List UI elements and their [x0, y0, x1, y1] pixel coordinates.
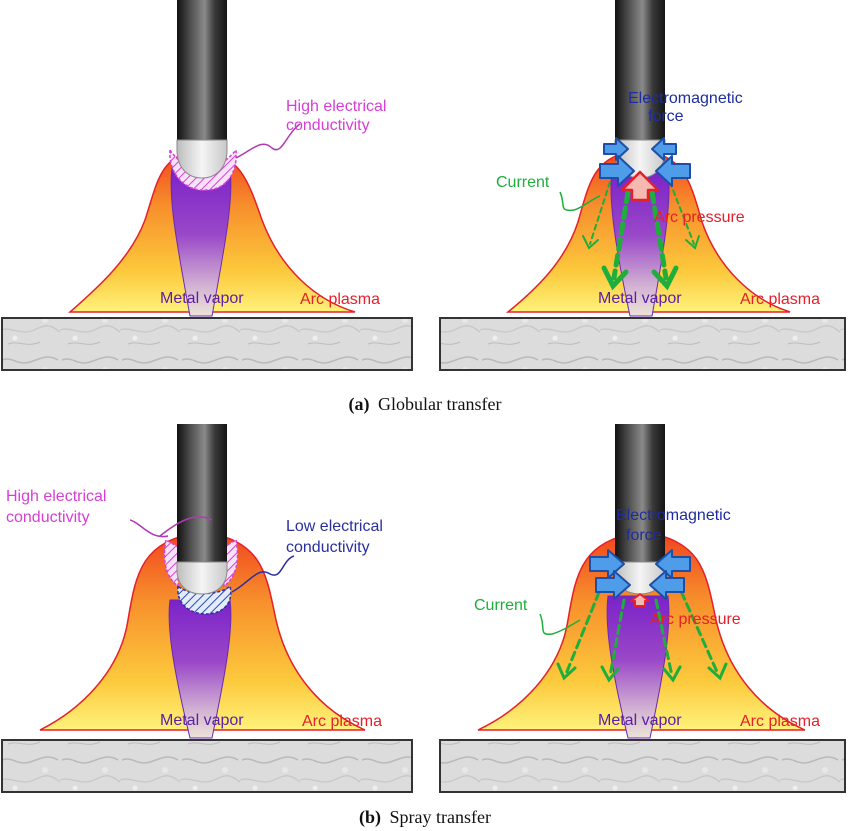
- panel-globular-left: [1, 0, 413, 371]
- current-arrows: [564, 578, 720, 678]
- metal-vapor-region: [170, 167, 232, 317]
- em-force-label: Electromagnetic force: [628, 90, 747, 125]
- metal-vapor-label: Metal vapor: [160, 712, 244, 729]
- panel-spray-right: [439, 424, 846, 793]
- arc-pressure-label: Arc pressure: [650, 611, 741, 628]
- arrowhead: [582, 235, 599, 250]
- em-force-arrow: [599, 155, 635, 187]
- arrowhead: [556, 662, 577, 681]
- caption-a: (a) Globular transfer: [349, 394, 502, 415]
- panel-globular-right: [439, 0, 846, 371]
- arrowhead: [600, 665, 620, 683]
- em-force-arrow: [651, 137, 677, 161]
- leader-line: [539, 613, 581, 636]
- caption-a-label: (a): [349, 394, 370, 415]
- current-arrowheads: [582, 235, 700, 291]
- arc-plasma-label: Arc plasma: [302, 713, 382, 730]
- arrowhead: [685, 235, 700, 250]
- current-arrow: [674, 578, 720, 676]
- label-line: Electromagnetic: [628, 90, 743, 107]
- leader-line: [129, 516, 213, 538]
- electrode: [615, 0, 665, 140]
- arrowhead: [651, 265, 679, 291]
- arc-pressure-label: Arc pressure: [654, 209, 745, 226]
- label-line: High electrical: [286, 98, 386, 115]
- metal-vapor-region: [168, 599, 232, 739]
- caption-a-text: Globular transfer: [378, 394, 501, 414]
- label-line: force: [626, 527, 662, 544]
- current-arrows: [589, 181, 695, 281]
- current-arrow: [608, 598, 626, 678]
- label-line: conductivity: [286, 539, 370, 556]
- label-line: conductivity: [6, 509, 90, 526]
- leader-line: [559, 191, 601, 212]
- high-conductivity-label: High electrical conductivity: [6, 488, 111, 526]
- current-arrow: [654, 598, 674, 678]
- metal-vapor-label: Metal vapor: [598, 290, 682, 307]
- em-force-label: Electromagnetic force: [616, 507, 735, 544]
- current-arrow: [589, 181, 611, 245]
- arrowhead: [601, 265, 629, 291]
- electrode: [615, 424, 665, 564]
- em-force-arrow: [595, 570, 631, 600]
- arrowhead: [707, 662, 728, 681]
- caption-b-label: (b): [359, 807, 381, 828]
- em-force-arrow: [649, 570, 685, 600]
- electromagnetic-force-arrows: [589, 549, 691, 600]
- label-line: High electrical: [6, 488, 106, 505]
- electromagnetic-force-arrows: [599, 137, 691, 187]
- current-label: Current: [474, 597, 528, 614]
- caption-b-text: Spray transfer: [390, 807, 491, 827]
- leader-line: [235, 123, 301, 159]
- metal-vapor-region: [606, 595, 670, 739]
- low-conductivity-label: Low electrical conductivity: [286, 518, 387, 556]
- leader-line: [231, 555, 295, 593]
- arc-plasma-label: Arc plasma: [740, 291, 820, 308]
- current-arrowheads: [556, 662, 728, 683]
- workpiece: [439, 317, 846, 371]
- metal-vapor-label: Metal vapor: [160, 290, 244, 307]
- electrode-droplet: [176, 139, 228, 179]
- current-arrow: [611, 189, 631, 281]
- workpiece: [1, 317, 413, 371]
- em-force-arrow: [603, 137, 629, 161]
- current-arrow: [564, 578, 606, 676]
- label-line: force: [648, 108, 684, 125]
- metal-vapor-label: Metal vapor: [598, 712, 682, 729]
- arc-pressure-arrow: [620, 170, 660, 202]
- electrode: [177, 424, 227, 564]
- current-arrow: [649, 189, 669, 281]
- current-label: Current: [496, 174, 550, 191]
- em-force-arrow: [655, 155, 691, 187]
- label-line: Low electrical: [286, 518, 383, 535]
- workpiece: [1, 739, 413, 793]
- electrode: [177, 0, 227, 140]
- high-conductivity-label: High electrical conductivity: [286, 98, 391, 134]
- arc-plasma-label: Arc plasma: [300, 291, 380, 308]
- label-line: Electromagnetic: [616, 507, 731, 524]
- panel-spray-left: [1, 424, 413, 793]
- workpiece: [439, 739, 846, 793]
- current-arrow: [669, 181, 695, 245]
- label-line: conductivity: [286, 117, 370, 134]
- arc-plasma-label: Arc plasma: [740, 713, 820, 730]
- arc-pressure-arrow: [630, 593, 650, 607]
- electrode-droplet: [176, 561, 228, 595]
- caption-b: (b) Spray transfer: [359, 807, 491, 828]
- arrowhead: [662, 665, 682, 683]
